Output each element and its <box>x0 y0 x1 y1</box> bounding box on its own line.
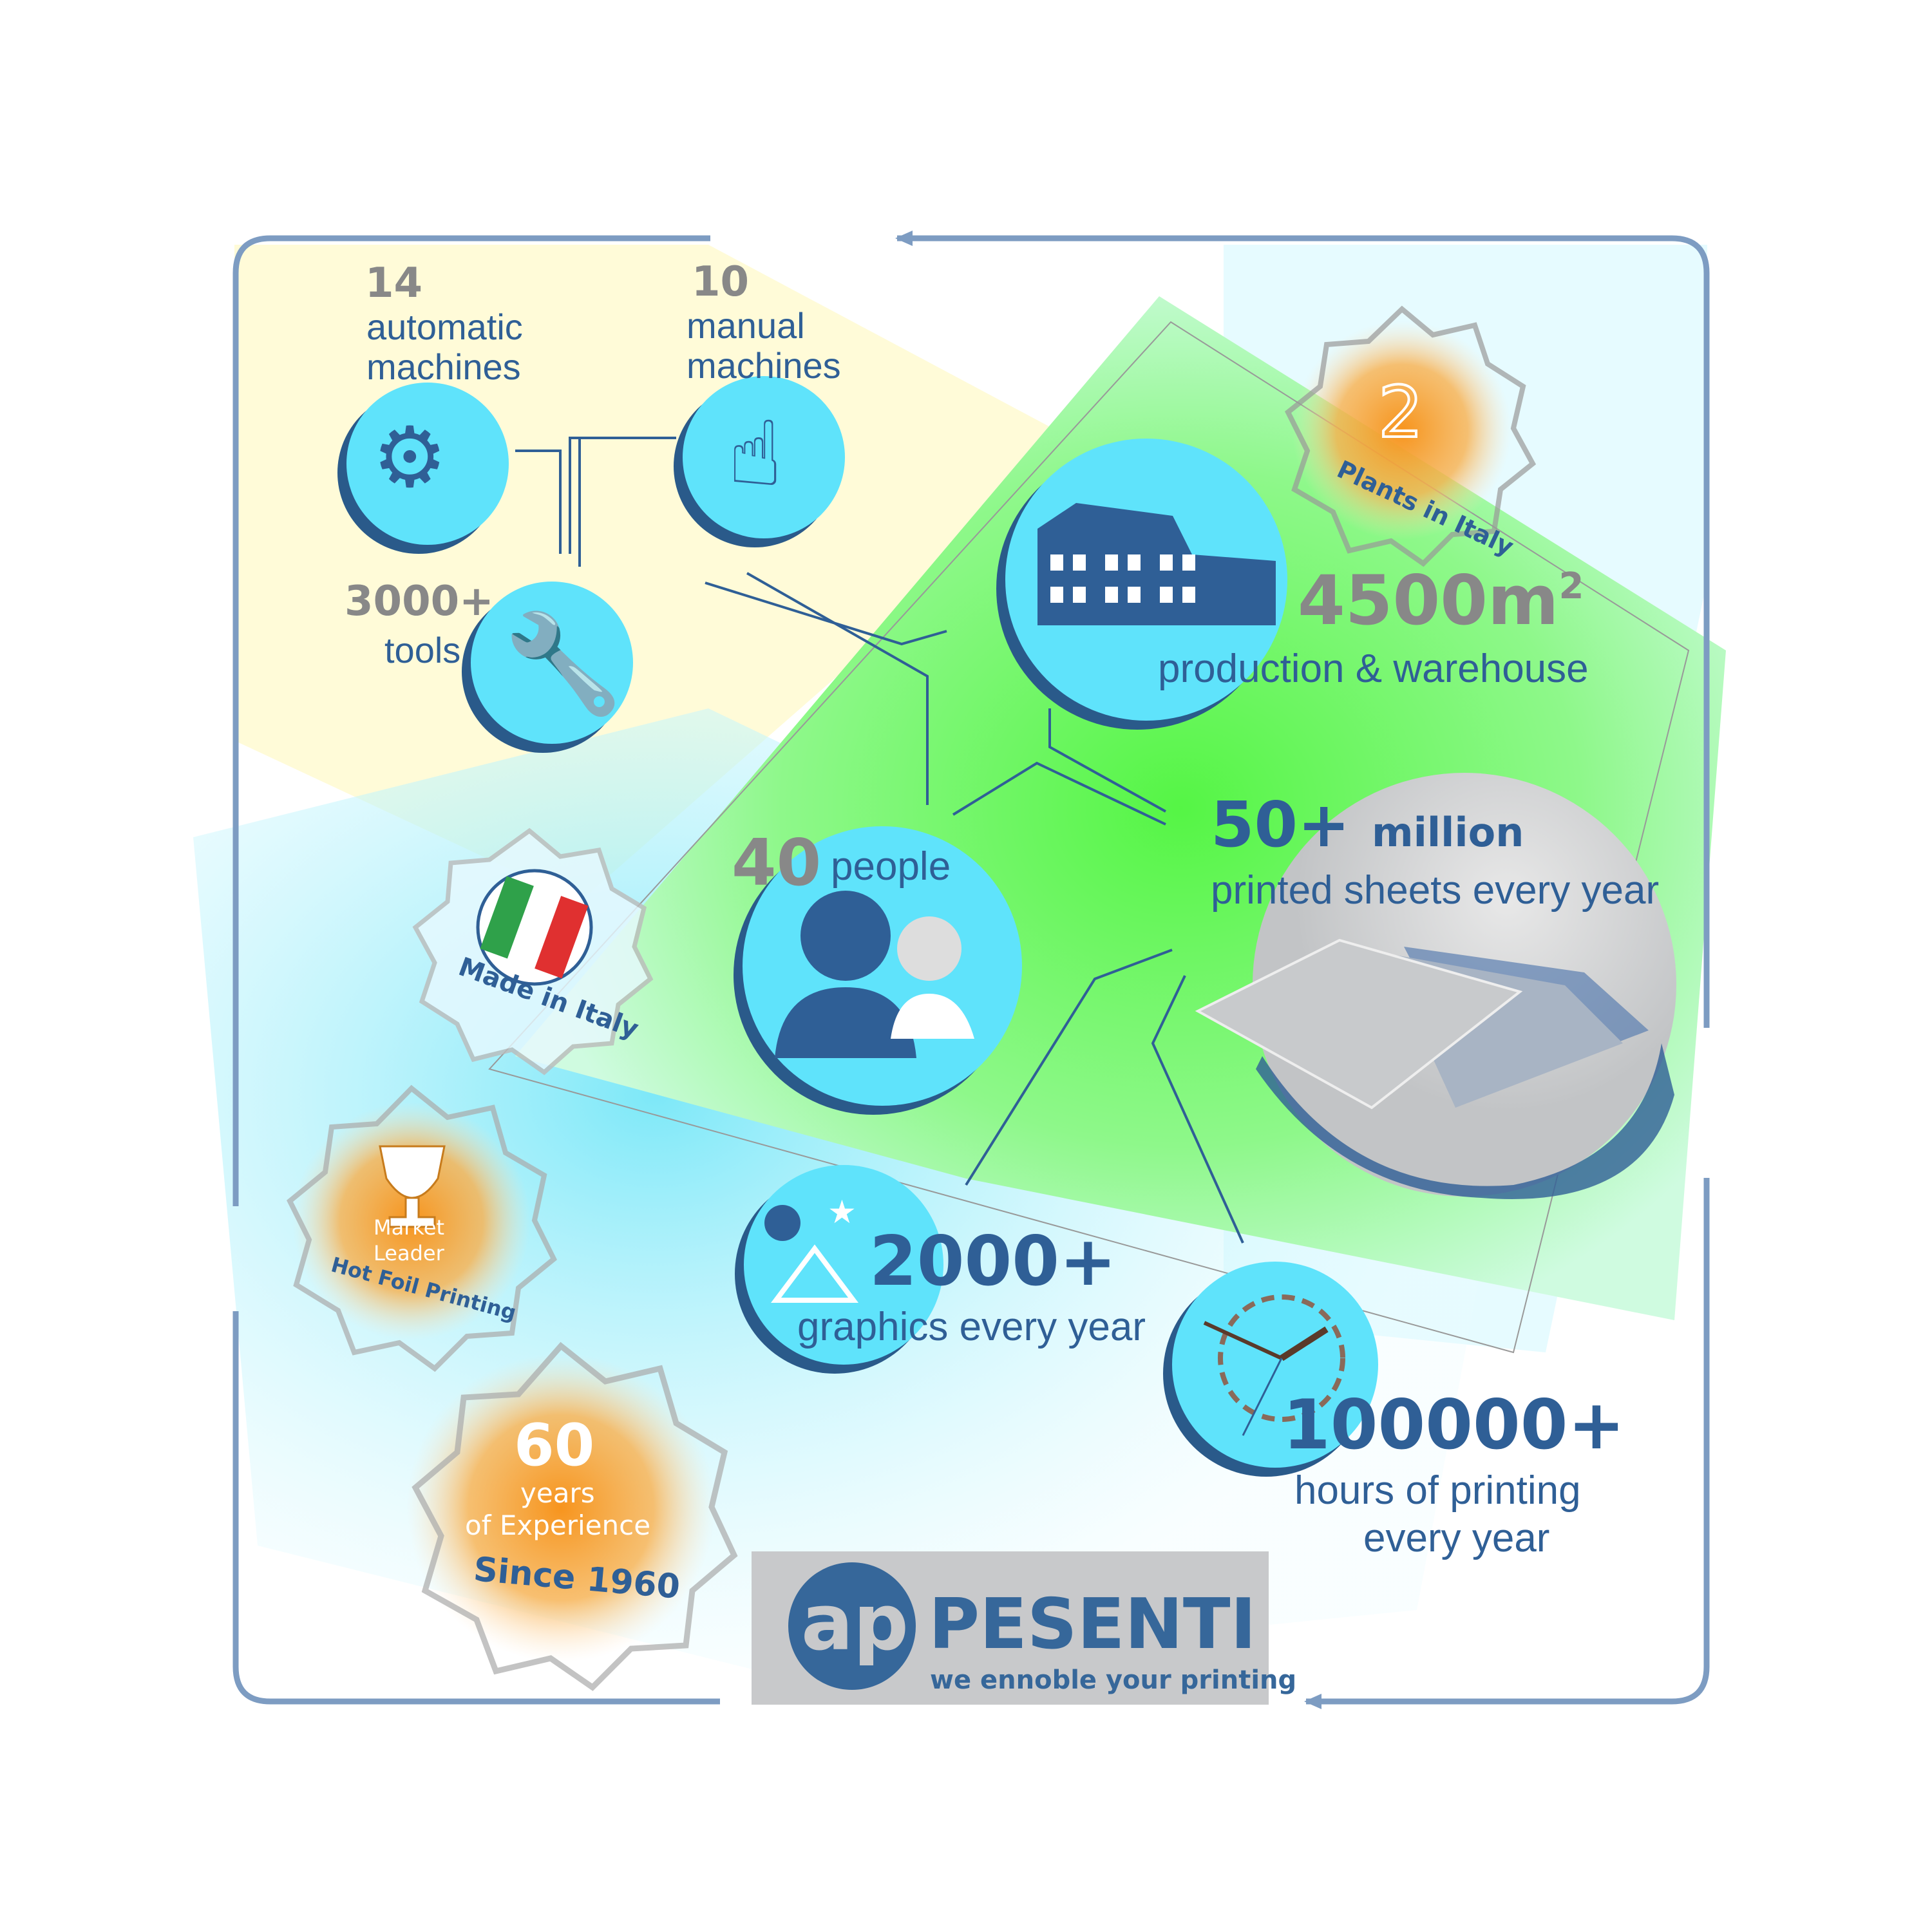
svg-text:★: ★ <box>828 1193 857 1231</box>
badge-plants-in-italy <box>1284 305 1537 567</box>
image-graphics-icon: ★ <box>764 1193 858 1303</box>
market-leader-line-1: Market <box>374 1215 444 1240</box>
clock-icon <box>1203 1294 1345 1436</box>
automatic-machines-circle: ⚙ <box>346 383 509 545</box>
factory-icon <box>1037 503 1276 625</box>
connector-arrows <box>515 437 1244 1244</box>
warehouse-value: 4500m2 <box>1298 567 1584 635</box>
logo-brand: PESENTI <box>929 1584 1256 1665</box>
people-circle <box>743 826 1022 1106</box>
manual-label-1: manual <box>687 305 805 346</box>
hours-value: 100000+ <box>1283 1385 1625 1464</box>
badge-market-leader <box>286 1084 558 1372</box>
sheets-value-number: 50+ <box>1211 788 1350 861</box>
people-value: 40 <box>732 825 822 900</box>
pesenti-logo: ap PESENTI we ennoble your printing <box>752 1551 1296 1705</box>
badge-made-in-italy <box>412 828 654 1075</box>
automatic-label-1: automatic <box>366 307 523 347</box>
gears-icon: ⚙ <box>372 408 448 506</box>
trophy-icon <box>379 1145 446 1228</box>
logo-mark: ap <box>788 1562 916 1690</box>
plants-number: 2 <box>1377 371 1425 453</box>
graphics-label: graphics every year <box>797 1305 1146 1349</box>
logo-tagline: we ennoble your printing <box>930 1665 1297 1695</box>
manual-machines-circle: ☝ <box>683 376 845 538</box>
manual-value: 10 <box>692 258 750 306</box>
experience-line-2: of Experience <box>465 1510 651 1541</box>
hand-pointer-icon: ☝ <box>728 402 783 507</box>
graphics-circle: ★ <box>744 1165 943 1365</box>
warehouse-circle <box>1005 439 1287 721</box>
tools-label: tools <box>384 630 461 670</box>
sheets-label: printed sheets every year <box>1211 868 1660 913</box>
hours-circle <box>1172 1262 1378 1468</box>
sheets-unit: million <box>1372 809 1524 856</box>
paper-sheets-icon <box>1195 938 1649 1110</box>
market-leader-line-2: Leader <box>374 1241 444 1265</box>
graphics-value: 2000+ <box>869 1222 1117 1301</box>
frame-arrowheads <box>895 231 1321 1709</box>
experience-number: 60 <box>514 1412 595 1479</box>
tools-circle: 🔧 <box>471 582 633 744</box>
badge-experience <box>406 1341 738 1691</box>
sheets-value: 50+ million <box>1211 793 1524 856</box>
frame <box>232 235 1710 1705</box>
hours-label-1: hours of printing <box>1294 1468 1581 1513</box>
wrench-icon: 🔧 <box>503 608 623 720</box>
people-icon <box>775 891 974 1058</box>
people-label: people <box>831 844 951 889</box>
warehouse-label: production & warehouse <box>1158 647 1589 691</box>
automatic-label-2: machines <box>366 346 521 387</box>
experience-line-1: years <box>520 1477 595 1509</box>
logo-mark-text: ap <box>801 1578 909 1668</box>
hours-label-2: every year <box>1363 1516 1550 1560</box>
tools-value: 3000+ <box>345 578 494 625</box>
warehouse-value-sup: 2 <box>1558 565 1584 607</box>
manual-label-2: machines <box>687 345 841 386</box>
warehouse-value-number: 4500m <box>1298 561 1559 640</box>
automatic-value: 14 <box>365 260 423 307</box>
